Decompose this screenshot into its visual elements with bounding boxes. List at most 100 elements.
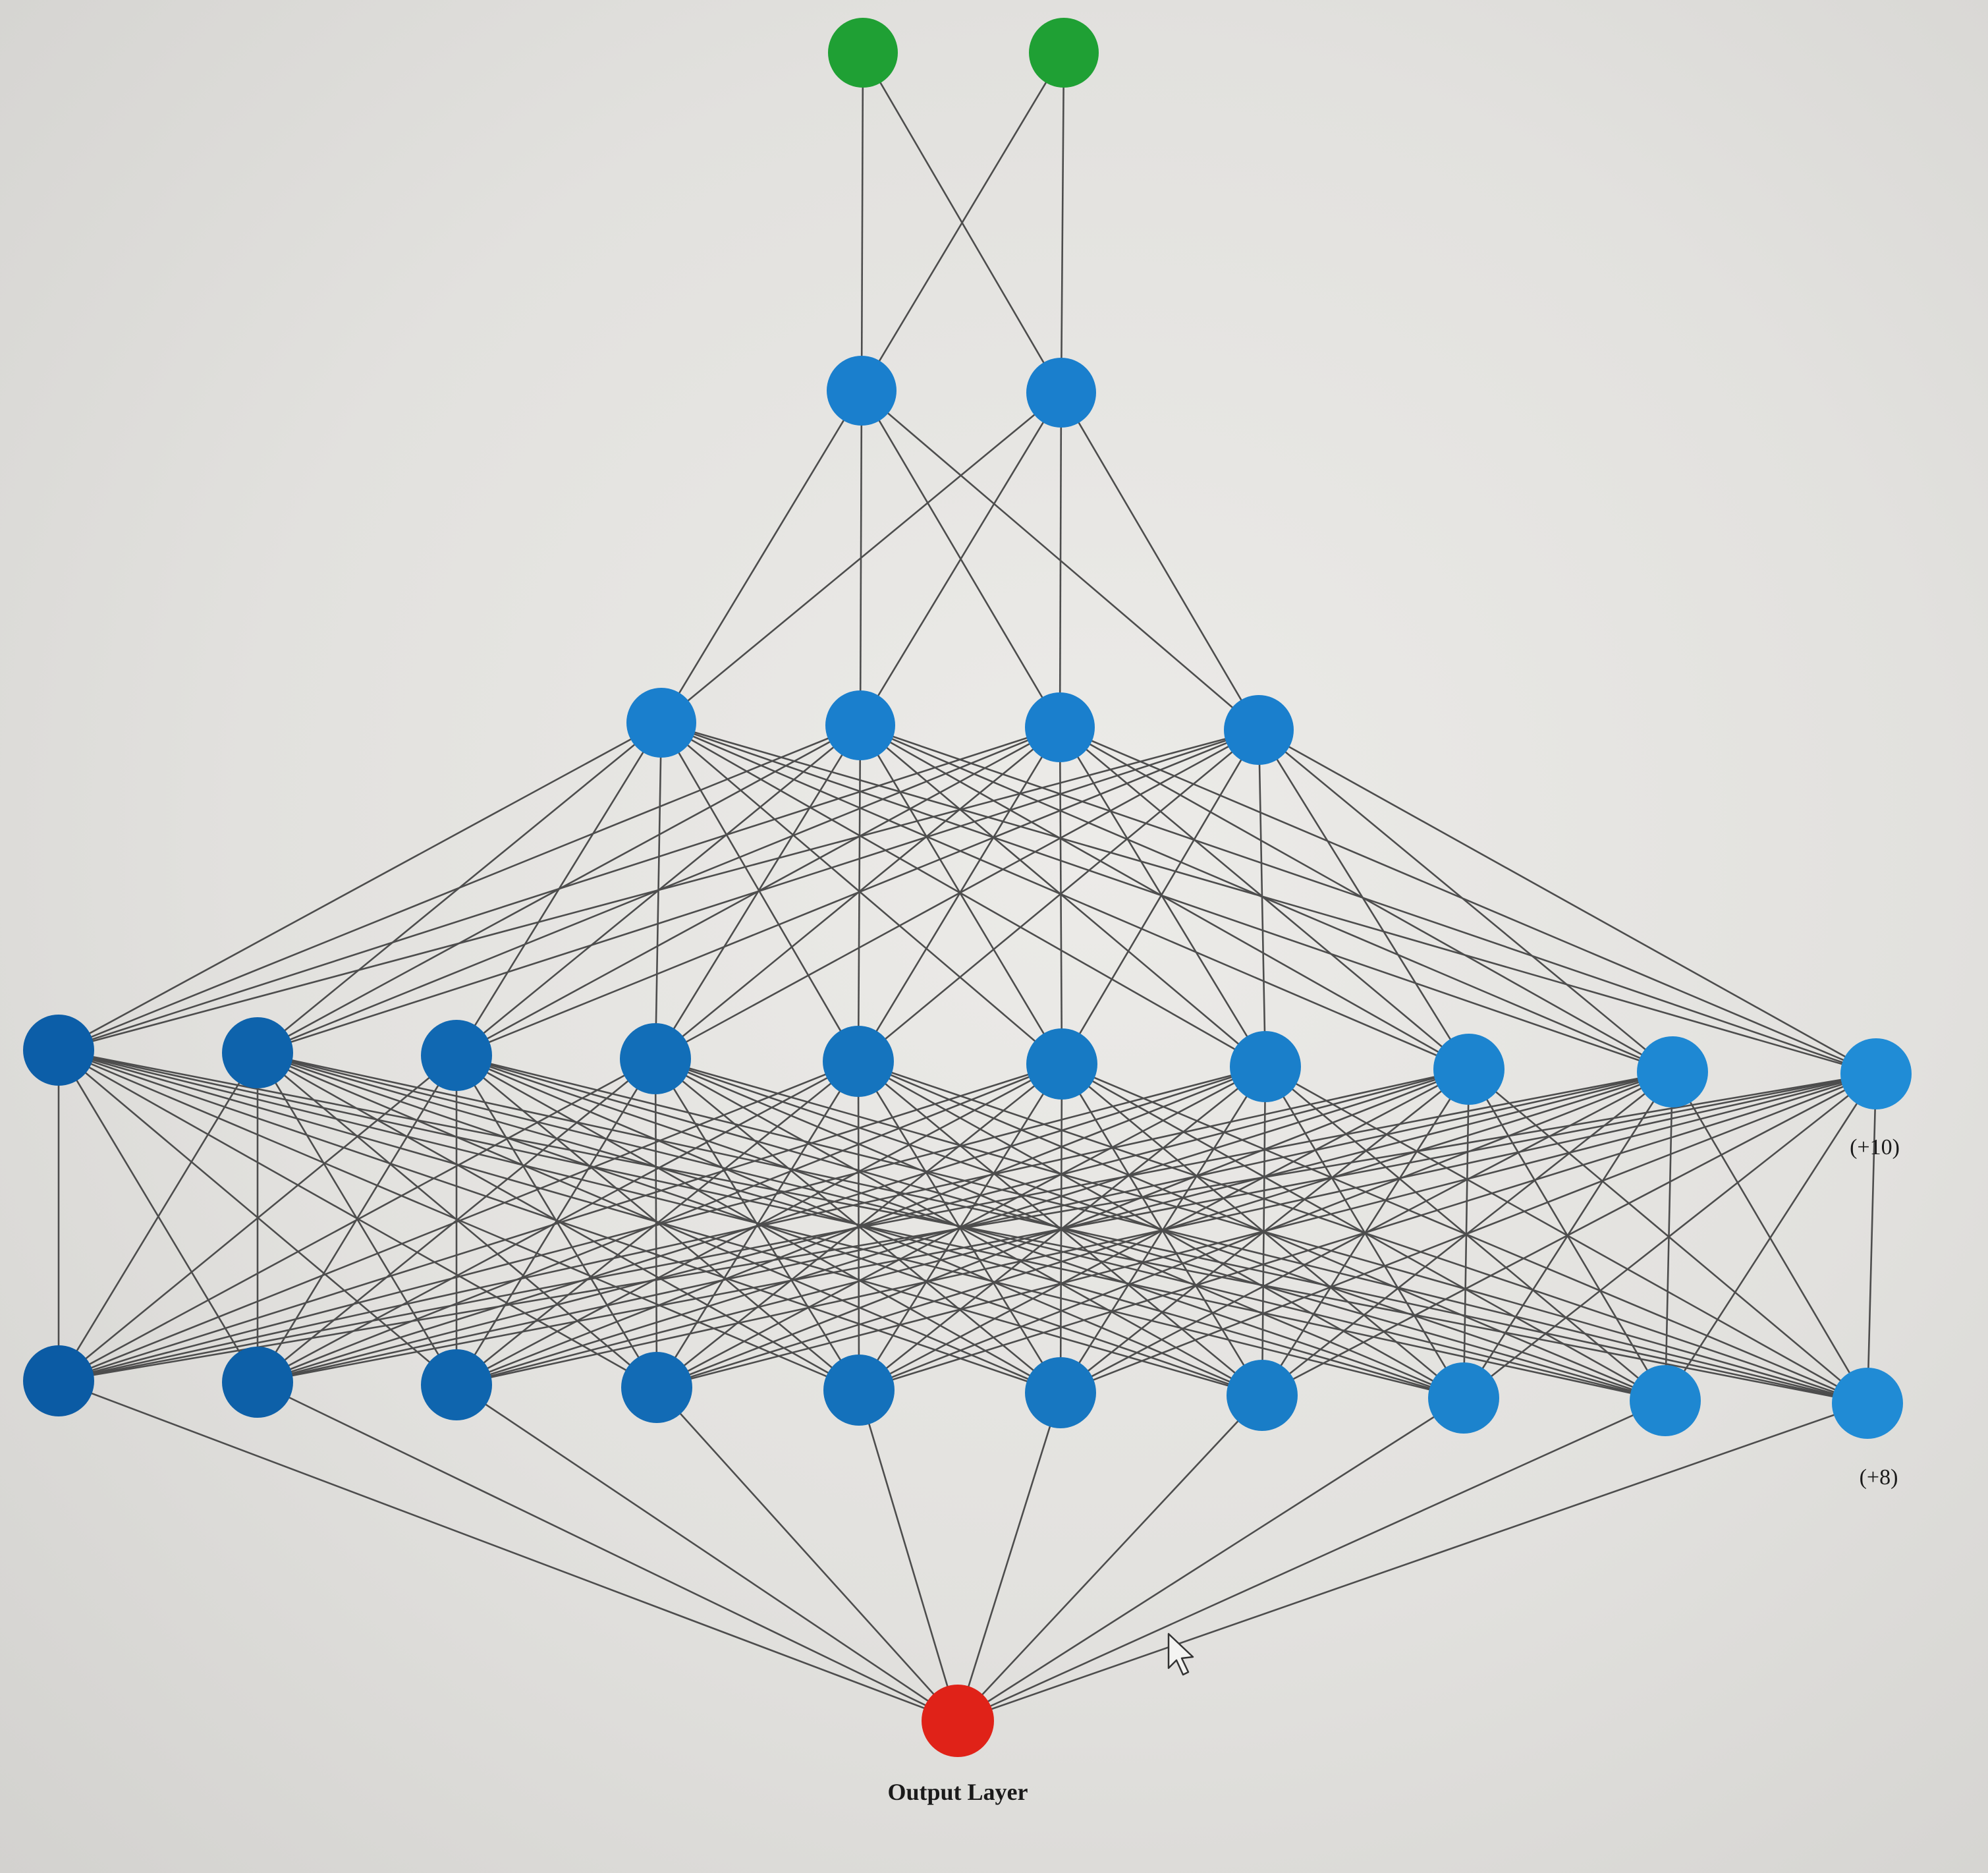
input-neuron-1 xyxy=(828,18,898,88)
edge-l3-n9-to-l4-n2 xyxy=(456,1073,1877,1386)
edge-l2-n2-to-l3-n5 xyxy=(1059,727,1063,1065)
edge-l3-n9-to-l4-n0 xyxy=(58,1073,1877,1382)
edge-l3-n8-to-l4-n0 xyxy=(58,1071,1673,1382)
hidden-4-neuron-2 xyxy=(222,1347,293,1418)
edge-l2-n3-to-l3-n3 xyxy=(655,729,1259,1060)
edge-l3-n7-to-l4-n0 xyxy=(58,1068,1470,1382)
layer-labels: (+10) (+8) Output Layer xyxy=(887,1135,1899,1805)
layer-3-more-label: (+10) xyxy=(1850,1135,1900,1160)
edge-l0-n0-to-l1-n0 xyxy=(860,52,864,391)
edge-l2-n0-to-l3-n7 xyxy=(661,721,1470,1071)
edge-l3-n9-to-l4-n4 xyxy=(858,1073,1877,1391)
edge-l3-n6-to-l4-n1 xyxy=(257,1065,1266,1384)
edge-l3-n9-to-l4-n8 xyxy=(1664,1073,1877,1401)
edge-l4-n5-to-l5-n0 xyxy=(956,1392,1062,1721)
neuron-nodes xyxy=(23,18,1912,1757)
hidden-3-neuron-6 xyxy=(1026,1028,1097,1100)
edge-l3-n9-to-l4-n1 xyxy=(257,1073,1877,1384)
edge-l2-n1-to-l3-n4 xyxy=(857,725,862,1062)
edge-l3-n9-to-l4-n9 xyxy=(1866,1073,1877,1404)
edge-l3-n5-to-l4-n1 xyxy=(257,1063,1063,1384)
edge-l2-n3-to-l3-n6 xyxy=(1257,729,1267,1067)
edge-l2-n3-to-l3-n1 xyxy=(257,729,1259,1054)
edge-l4-n4-to-l5-n0 xyxy=(858,1389,959,1721)
edge-l4-n1-to-l5-n0 xyxy=(257,1381,958,1722)
edge-l3-n7-to-l4-n1 xyxy=(257,1068,1470,1384)
output-layer-label: Output Layer xyxy=(887,1779,1028,1805)
hidden-4-neuron-6 xyxy=(1025,1357,1096,1428)
edge-l2-n2-to-l3-n0 xyxy=(58,726,1061,1051)
edge-l3-n5-to-l4-n0 xyxy=(58,1063,1063,1382)
edge-l3-n6-to-l4-n0 xyxy=(58,1065,1266,1382)
edge-l2-n2-to-l3-n4 xyxy=(857,727,1061,1062)
edge-l4-n2-to-l5-n0 xyxy=(456,1384,958,1722)
hidden-3-neuron-1 xyxy=(23,1015,94,1086)
mouse-cursor-icon xyxy=(1167,1633,1194,1676)
edge-l2-n3-to-l3-n2 xyxy=(456,729,1259,1057)
hidden-1-neuron-2 xyxy=(1026,358,1096,428)
edge-l4-n9-to-l5-n0 xyxy=(957,1402,1868,1722)
edge-l3-n9-to-l4-n7 xyxy=(1463,1073,1877,1399)
edge-l4-n3-to-l5-n0 xyxy=(656,1387,958,1721)
edge-l3-n9-to-l4-n5 xyxy=(1060,1073,1877,1394)
hidden-3-neuron-8 xyxy=(1433,1034,1505,1105)
hidden-3-neuron-10 xyxy=(1840,1038,1912,1109)
edge-l3-n2-to-l4-n0 xyxy=(58,1054,457,1382)
hidden-4-neuron-3 xyxy=(421,1349,492,1420)
hidden-2-neuron-1 xyxy=(626,688,696,758)
edge-l3-n9-to-l4-n6 xyxy=(1261,1073,1877,1397)
edge-l2-n2-to-l3-n9 xyxy=(1059,726,1877,1075)
edge-l2-n0-to-l3-n9 xyxy=(661,721,1877,1075)
edge-l2-n1-to-l3-n9 xyxy=(860,724,1877,1075)
edge-l0-n1-to-l1-n0 xyxy=(860,52,1065,391)
edge-l2-n2-to-l3-n7 xyxy=(1059,727,1470,1070)
edge-l2-n0-to-l3-n0 xyxy=(58,721,662,1051)
hidden-2-neuron-3 xyxy=(1025,692,1095,762)
connection-lines xyxy=(57,52,1877,1722)
edge-l2-n0-to-l3-n6 xyxy=(661,721,1266,1068)
edge-l3-n4-to-l4-n1 xyxy=(257,1060,859,1384)
hidden-4-neuron-9 xyxy=(1630,1365,1701,1436)
edge-l2-n3-to-l3-n5 xyxy=(1061,729,1260,1065)
edge-l1-n1-to-l2-n3 xyxy=(1060,392,1260,731)
hidden-4-neuron-7 xyxy=(1227,1360,1298,1431)
hidden-2-neuron-4 xyxy=(1224,695,1294,765)
edge-l2-n1-to-l3-n7 xyxy=(860,724,1470,1071)
edge-l1-n1-to-l2-n2 xyxy=(1059,392,1063,728)
edge-l3-n1-to-l4-n0 xyxy=(57,1052,259,1382)
hidden-2-neuron-2 xyxy=(825,690,895,760)
edge-l3-n3-to-l4-n0 xyxy=(58,1057,656,1382)
hidden-3-neuron-3 xyxy=(421,1020,492,1091)
layer-4-more-label: (+8) xyxy=(1860,1465,1898,1490)
hidden-3-neuron-9 xyxy=(1637,1036,1708,1107)
edge-l2-n3-to-l3-n7 xyxy=(1257,729,1470,1070)
hidden-4-neuron-1 xyxy=(23,1345,94,1416)
edge-l2-n0-to-l3-n8 xyxy=(661,721,1673,1073)
hidden-3-neuron-7 xyxy=(1230,1031,1301,1102)
edge-l3-n3-to-l4-n1 xyxy=(257,1057,656,1384)
edge-l4-n6-to-l5-n0 xyxy=(957,1395,1263,1721)
edge-l2-n1-to-l3-n6 xyxy=(860,725,1266,1067)
edge-l2-n3-to-l3-n9 xyxy=(1258,729,1877,1075)
edge-l2-n1-to-l3-n0 xyxy=(58,724,861,1051)
hidden-4-neuron-4 xyxy=(621,1352,692,1423)
hidden-3-neuron-4 xyxy=(620,1023,691,1094)
edge-l1-n1-to-l2-n0 xyxy=(661,391,1062,724)
hidden-4-neuron-5 xyxy=(823,1355,895,1426)
hidden-4-neuron-8 xyxy=(1428,1362,1499,1434)
edge-l0-n1-to-l1-n1 xyxy=(1060,52,1065,393)
hidden-4-neuron-10 xyxy=(1832,1368,1903,1439)
edge-l2-n1-to-l3-n5 xyxy=(859,725,1063,1065)
hidden-3-neuron-5 xyxy=(823,1026,894,1097)
edge-l2-n1-to-l3-n8 xyxy=(860,724,1673,1073)
edge-l4-n0-to-l5-n0 xyxy=(58,1380,958,1722)
edge-l1-n0-to-l2-n0 xyxy=(660,390,863,723)
edge-l4-n7-to-l5-n0 xyxy=(957,1397,1464,1722)
input-neuron-2 xyxy=(1029,18,1099,88)
edge-l2-n3-to-l3-n0 xyxy=(58,729,1259,1051)
edge-l2-n2-to-l3-n8 xyxy=(1059,726,1673,1073)
edge-l3-n4-to-l4-n0 xyxy=(58,1060,859,1382)
edge-l1-n1-to-l2-n1 xyxy=(859,392,1063,726)
edge-l3-n9-to-l4-n3 xyxy=(656,1073,1877,1389)
